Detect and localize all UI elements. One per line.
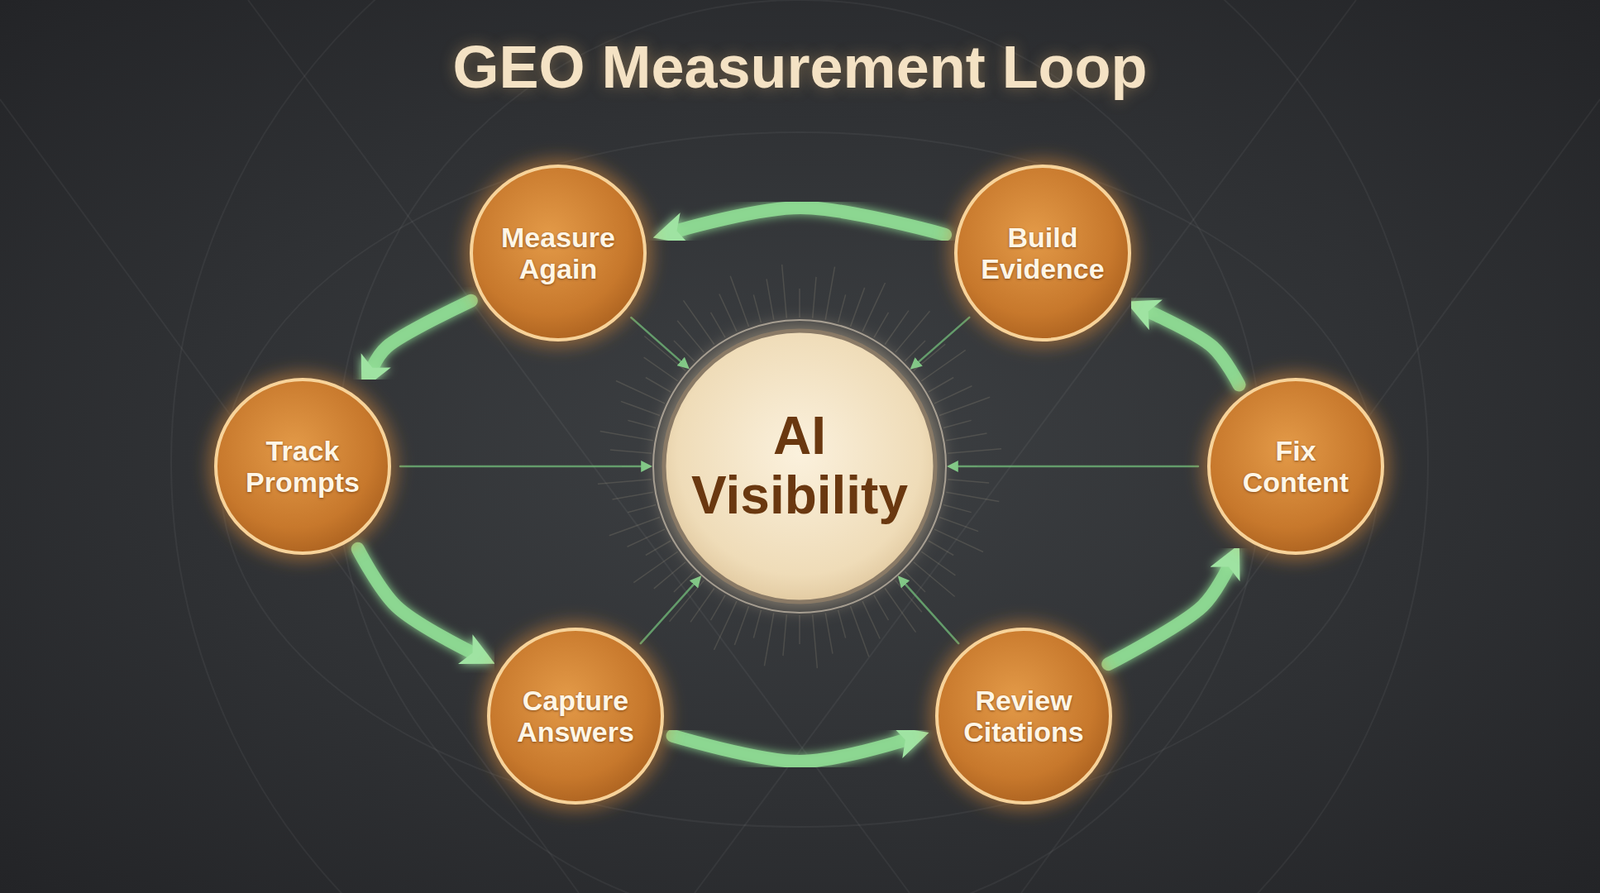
glow-ray xyxy=(627,505,656,513)
step-circle: Measure Again xyxy=(468,163,648,343)
spoke-arrow xyxy=(955,465,1199,469)
cycle-arrow xyxy=(358,549,472,653)
step-label: Capture Answers xyxy=(504,684,648,748)
step-circle: Capture Answers xyxy=(486,626,665,806)
glow-ray xyxy=(838,610,846,639)
glow-ray xyxy=(734,606,749,645)
step-label: Fix Content xyxy=(1224,434,1368,498)
background-arc xyxy=(336,0,1263,893)
cycle-arrow xyxy=(1150,312,1240,386)
glow-ray xyxy=(783,614,787,656)
glow-ray xyxy=(766,278,774,320)
glow-ray xyxy=(862,601,880,639)
glow-ray xyxy=(928,377,954,393)
cycle-arrow xyxy=(673,735,904,762)
cycle-arrow xyxy=(372,300,472,367)
glow-ray xyxy=(812,614,818,669)
glow-ray xyxy=(825,612,833,654)
glow-ray xyxy=(673,571,695,593)
glow-ray xyxy=(850,287,865,327)
step-label: Measure Again xyxy=(487,221,631,285)
glow-ray xyxy=(644,336,686,372)
glow-ray xyxy=(600,430,654,440)
glow-ray xyxy=(611,491,653,500)
glow-ray xyxy=(913,562,956,598)
step-circle: Fix Content xyxy=(1206,377,1386,556)
spoke-arrow xyxy=(917,317,970,364)
glow-ray xyxy=(945,433,987,441)
glow-ray xyxy=(895,580,922,612)
background-arc xyxy=(171,0,1429,893)
glow-ray xyxy=(798,615,801,645)
spoke-arrow xyxy=(630,317,683,363)
center-circle: AI Visibility xyxy=(661,328,938,605)
glow-ray xyxy=(610,449,652,454)
cycle-arrow xyxy=(1108,568,1228,664)
diagram-title: GEO Measurement Loop xyxy=(0,33,1600,101)
glow-ray xyxy=(874,312,889,338)
glow-ray xyxy=(945,491,999,502)
glow-ray xyxy=(939,396,990,416)
glow-ray xyxy=(884,587,916,632)
glow-ray xyxy=(627,529,665,547)
glow-ray xyxy=(921,551,956,576)
glow-ray xyxy=(620,401,660,416)
glow-ray xyxy=(782,264,788,319)
glow-ray xyxy=(943,505,972,513)
glow-ray xyxy=(934,386,972,404)
step-label: Track Prompts xyxy=(231,434,375,498)
cycle-arrow xyxy=(678,207,946,235)
step-circle: Track Prompts xyxy=(213,377,392,556)
glow-rays xyxy=(597,264,1002,669)
glow-ray xyxy=(904,571,926,593)
glow-ray xyxy=(825,267,835,320)
glow-ray xyxy=(947,479,989,483)
glow-ray xyxy=(730,276,749,327)
glow-ray xyxy=(677,320,704,353)
spoke-arrow xyxy=(400,465,644,469)
glow-ray xyxy=(690,587,715,622)
glow-ray xyxy=(682,300,714,344)
step-circle: Build Evidence xyxy=(953,163,1132,343)
center-label: AI Visibility xyxy=(685,406,914,526)
spoke-arrow xyxy=(903,582,959,645)
glow-ray xyxy=(753,294,761,323)
glow-ray xyxy=(597,479,652,485)
glow-ray xyxy=(943,420,972,428)
glow-ray xyxy=(764,612,774,666)
glow-ray xyxy=(838,294,846,323)
glow-ray xyxy=(753,610,761,639)
glow-ray xyxy=(895,310,931,353)
spoke-arrow xyxy=(640,582,696,645)
glow-ray xyxy=(645,377,671,393)
glow-ray xyxy=(711,312,726,338)
step-circle: Review Citations xyxy=(934,626,1113,806)
glow-ray xyxy=(850,606,870,657)
glow-ray xyxy=(928,540,954,556)
glow-ray xyxy=(633,551,678,583)
glow-ray xyxy=(669,580,705,622)
glow-ray xyxy=(939,517,979,532)
step-label: Build Evidence xyxy=(971,221,1115,285)
glow-ray xyxy=(913,343,946,371)
glow-ray xyxy=(798,288,801,318)
step-label: Review Citations xyxy=(952,684,1096,748)
glow-ray xyxy=(884,310,909,345)
glow-ray xyxy=(609,517,660,536)
glow-ray xyxy=(719,294,737,332)
glow-ray xyxy=(947,448,1002,454)
glow-ray xyxy=(644,357,679,382)
glow-ray xyxy=(627,420,656,428)
glow-ray xyxy=(711,595,726,621)
glow-ray xyxy=(812,277,817,319)
glow-ray xyxy=(654,562,686,589)
glow-ray xyxy=(874,595,889,621)
glow-ray xyxy=(645,540,671,556)
